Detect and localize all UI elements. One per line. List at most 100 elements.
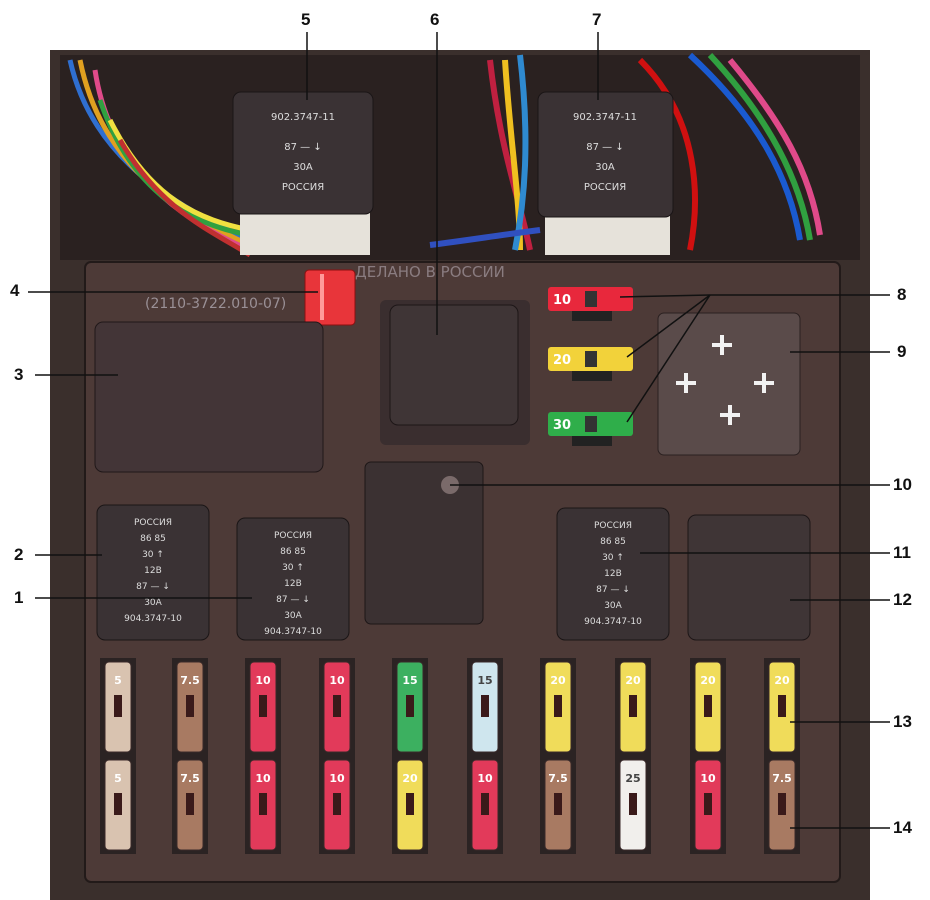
callout-9: 9 <box>897 342 907 361</box>
blade-fuse[interactable]: 10 <box>467 756 503 854</box>
relay-label: 12В <box>604 569 622 579</box>
callout-6: 6 <box>430 10 440 29</box>
callout-14: 14 <box>893 818 912 837</box>
svg-text:902.3747-11: 902.3747-11 <box>573 112 637 123</box>
callout-8: 8 <box>897 285 907 304</box>
svg-text:87 — ↓: 87 — ↓ <box>284 142 321 153</box>
svg-text:87 — ↓: 87 — ↓ <box>586 142 623 153</box>
mini-fuse: 30 <box>548 412 633 446</box>
fuse-rating: 20 <box>774 674 790 687</box>
mini-fuses-8: 10 20 30 <box>548 287 633 446</box>
relay-label: 30A <box>284 611 302 621</box>
wire-harness-right <box>429 52 823 251</box>
relay-10 <box>364 461 484 625</box>
fuse-rating: 10 <box>329 674 345 687</box>
fuse-rating: 20 <box>550 674 566 687</box>
blade-fuse[interactable]: 7.5 <box>540 756 576 854</box>
svg-text:РОССИЯ: РОССИЯ <box>282 182 324 193</box>
made-in-text: ДЕЛАНО В РОССИИ <box>355 263 505 281</box>
callout-7: 7 <box>592 10 602 29</box>
blade-fuse[interactable]: 7.5 <box>172 658 208 756</box>
blade-fuse[interactable]: 20 <box>690 658 726 756</box>
blade-fuse[interactable]: 7.5 <box>764 756 800 854</box>
relay-label: 904.3747-10 <box>264 627 322 637</box>
blade-fuse[interactable]: 5 <box>100 756 136 854</box>
relay-label: 30 ↑ <box>142 550 164 560</box>
fuse-4-red <box>304 269 356 326</box>
blade-fuse[interactable]: 10 <box>319 756 355 854</box>
relay-label: 30 ↑ <box>602 553 624 563</box>
svg-text:902.3747-11: 902.3747-11 <box>271 112 335 123</box>
relay-1: РОССИЯ 86 85 30 ↑ 12В 87 — ↓ 30A 904.3747-10 <box>236 517 350 641</box>
relay-label: 87 — ↓ <box>596 585 630 595</box>
blade-fuse[interactable]: 20 <box>392 756 428 854</box>
blade-fuse[interactable]: 10 <box>690 756 726 854</box>
fuse-rating: 7.5 <box>772 772 792 785</box>
fuse-rating: 5 <box>114 772 122 785</box>
relay-label: 12В <box>144 566 162 576</box>
fuse-rating: 15 <box>477 674 492 687</box>
relay-label: 12В <box>284 579 302 589</box>
mini-fuse: 10 <box>548 287 633 321</box>
blade-fuse[interactable]: 20 <box>615 658 651 756</box>
relay-label: 87 — ↓ <box>276 595 310 605</box>
callout-1: 1 <box>14 588 24 607</box>
fuse-rating: 10 <box>477 772 493 785</box>
callout-10: 10 <box>893 475 912 494</box>
relay-label: 30 ↑ <box>282 563 304 573</box>
blade-fuse[interactable]: 10 <box>319 658 355 756</box>
callout-lines <box>28 32 890 829</box>
blade-fuse[interactable]: 15 <box>392 658 428 756</box>
callout-13: 13 <box>893 712 912 731</box>
mini-fuse-rating: 20 <box>553 353 571 368</box>
socket-pins <box>676 335 774 425</box>
fuse-rating: 20 <box>700 674 716 687</box>
relay-12 <box>687 514 811 641</box>
mini-fuse-rating: 10 <box>553 293 571 308</box>
svg-text:30A: 30A <box>595 162 615 173</box>
fuse-rating: 25 <box>625 772 640 785</box>
fuse-rating: 10 <box>255 772 271 785</box>
fuse-rating: 10 <box>255 674 271 687</box>
relay-label: 86 85 <box>280 547 306 557</box>
mini-fuse: 20 <box>548 347 633 381</box>
relay-label: 904.3747-10 <box>124 614 182 624</box>
fuse-rating: 15 <box>402 674 417 687</box>
callout-11: 11 <box>893 543 911 562</box>
wire-harness-left <box>67 59 252 258</box>
relay-6 <box>389 304 519 426</box>
fuse-rating: 7.5 <box>180 772 200 785</box>
fuse-rating: 5 <box>114 674 122 687</box>
relay-label: 86 85 <box>140 534 166 544</box>
relay-label: 87 — ↓ <box>136 582 170 592</box>
blade-fuse[interactable]: 5 <box>100 658 136 756</box>
part-number-text: (2110-3722.010-07) <box>145 296 286 312</box>
mini-fuse-rating: 30 <box>553 418 571 433</box>
fuse-rating: 20 <box>402 772 418 785</box>
socket-9 <box>657 312 801 456</box>
blade-fuse[interactable]: 10 <box>245 756 281 854</box>
blade-fuse[interactable]: 25 <box>615 756 651 854</box>
relay-label: РОССИЯ <box>134 518 172 528</box>
fuse-rating: 10 <box>329 772 345 785</box>
callout-3: 3 <box>14 365 24 384</box>
blade-fuse[interactable]: 20 <box>764 658 800 756</box>
blade-fuse[interactable]: 20 <box>540 658 576 756</box>
blade-fuse[interactable]: 15 <box>467 658 503 756</box>
callout-2: 2 <box>14 545 24 564</box>
relay-label: РОССИЯ <box>274 531 312 541</box>
callout-4: 4 <box>10 281 20 300</box>
callout-5: 5 <box>301 10 311 29</box>
fuse-rating: 10 <box>700 772 716 785</box>
relay-label: РОССИЯ <box>594 521 632 531</box>
relay-7: 902.3747-11 87 — ↓ 30A РОССИЯ <box>537 91 674 255</box>
svg-text:РОССИЯ: РОССИЯ <box>584 182 626 193</box>
blade-fuse[interactable]: 10 <box>245 658 281 756</box>
blade-fuse[interactable]: 7.5 <box>172 756 208 854</box>
fuse-rating: 7.5 <box>548 772 568 785</box>
callout-12: 12 <box>893 590 912 609</box>
relay-label: 904.3747-10 <box>584 617 642 627</box>
